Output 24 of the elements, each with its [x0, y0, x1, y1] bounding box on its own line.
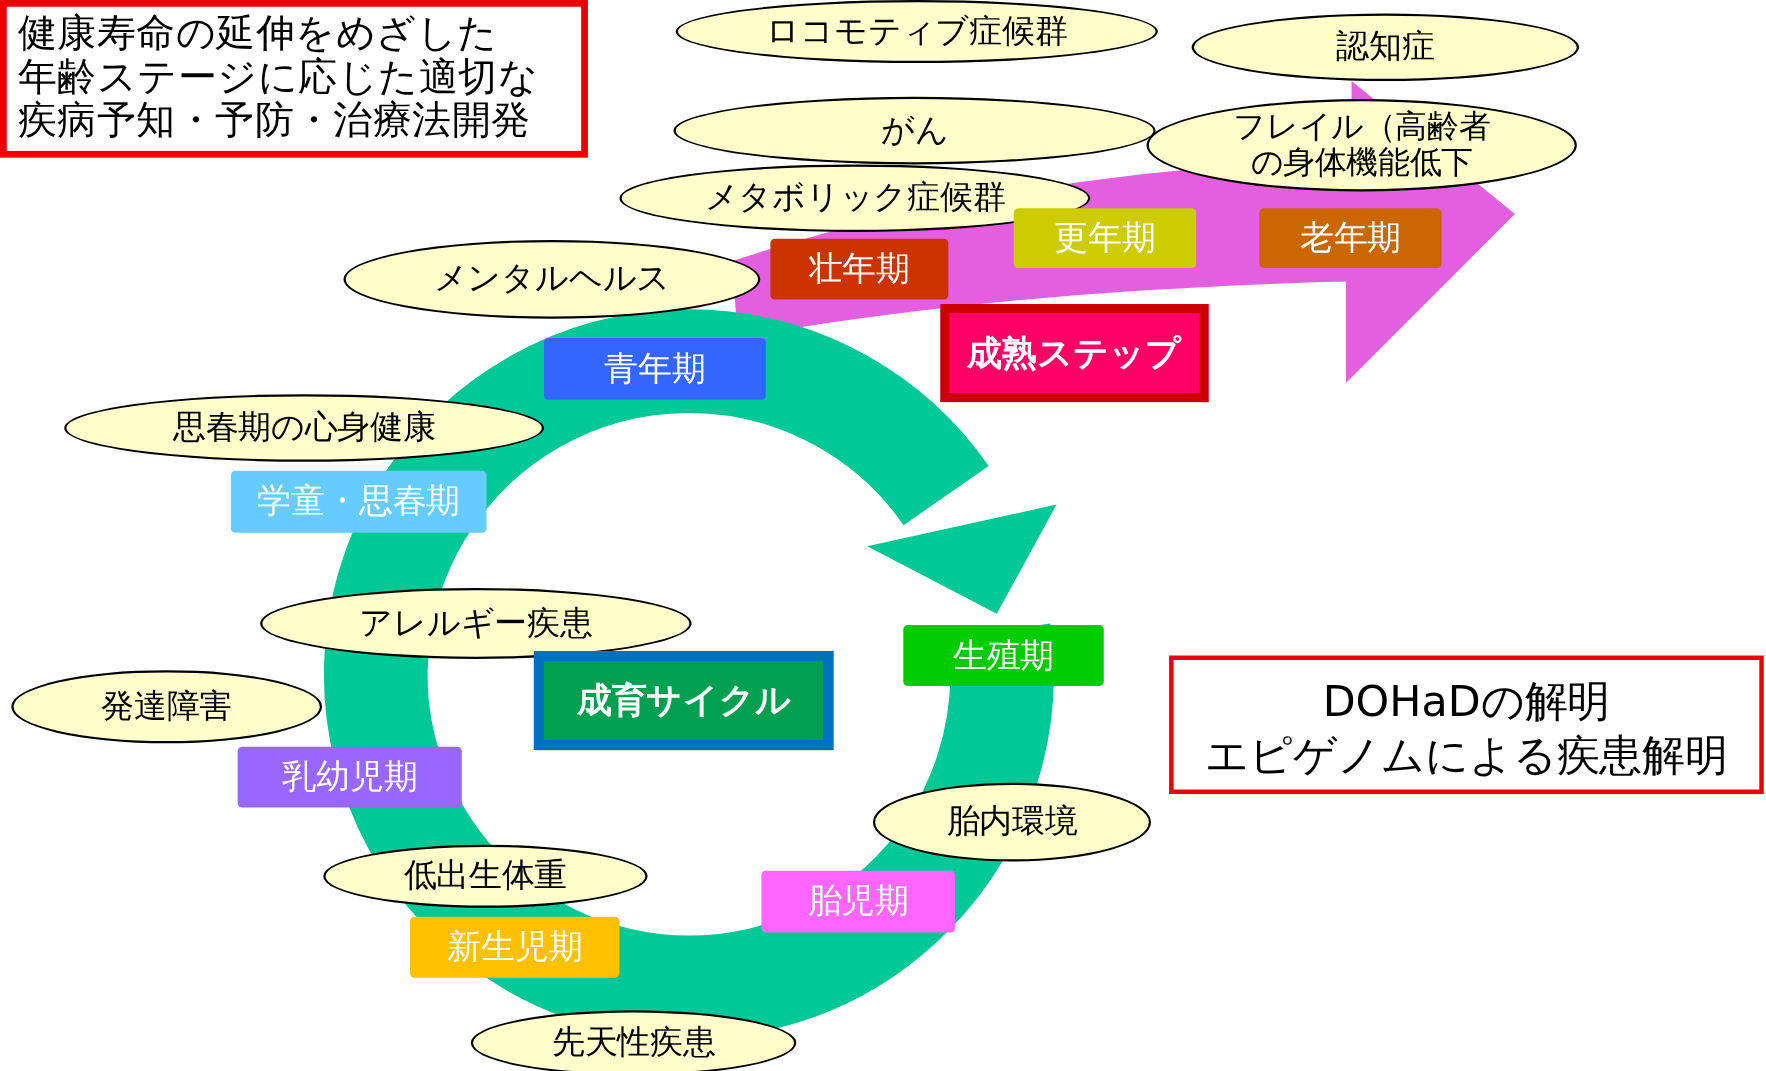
goal-box: 健康寿命の延伸をめざした年齢ステージに応じた適切な疾病予知・予防・治療法開発 — [0, 0, 588, 158]
condition-bubble: がん — [673, 96, 1156, 165]
research-box: DOHaDの解明エピゲノムによる疾患解明 — [1169, 655, 1764, 795]
stage-label: 青年期 — [544, 337, 766, 400]
stage-label: 学童・思春期 — [230, 470, 487, 533]
step-box: 成熟ステップ — [940, 304, 1209, 403]
condition-bubble: 発達障害 — [11, 670, 323, 744]
stage-label: 乳幼児期 — [237, 746, 462, 808]
condition-bubble: フレイル（高齢者の身体機能低下 — [1146, 99, 1577, 192]
stage-label: 老年期 — [1259, 208, 1442, 269]
condition-bubble: ロコモティブ症候群 — [675, 0, 1158, 64]
condition-bubble: 認知症 — [1191, 13, 1580, 82]
stage-label: 新生児期 — [409, 916, 620, 978]
stage-label: 生殖期 — [903, 625, 1104, 686]
cycle-box: 成育サイクル — [533, 651, 834, 751]
stage-label: 更年期 — [1013, 208, 1197, 269]
condition-bubble: 低出生体重 — [323, 844, 648, 908]
condition-bubble: メンタルヘルス — [343, 239, 761, 319]
stage-label: 胎児期 — [761, 870, 956, 933]
condition-bubble: 思春期の心身健康 — [64, 394, 544, 462]
condition-bubble: 先天性疾患 — [470, 1010, 797, 1071]
condition-bubble: 胎内環境 — [872, 782, 1152, 862]
stage-label: 壮年期 — [770, 238, 949, 300]
condition-bubble: アレルギー疾患 — [260, 587, 692, 659]
